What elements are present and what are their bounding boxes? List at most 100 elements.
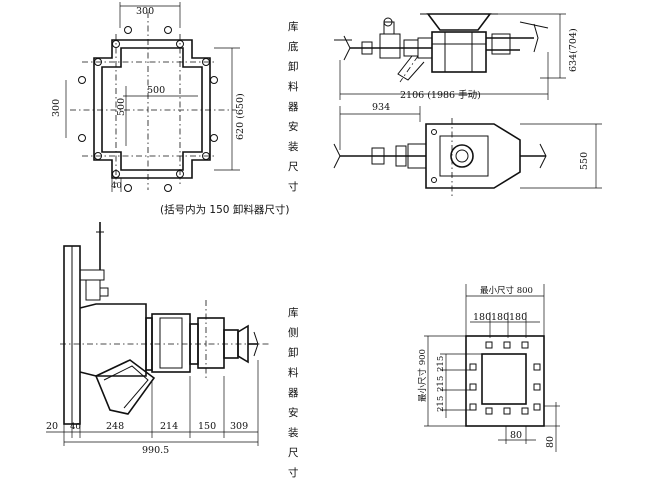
caption-char: 料 [288, 366, 299, 379]
caption-char: 料 [288, 80, 299, 93]
caption-char: 库 [288, 306, 299, 319]
caption-note: (括号内为 150 卸料器尺寸) [160, 203, 289, 216]
bottom-unloader-top-view: 934 550 [333, 102, 602, 196]
caption-char: 寸 [288, 180, 299, 193]
dim-min-900: 最小尺寸 900 [417, 349, 428, 402]
bolt-square [533, 363, 541, 371]
caption-char: 底 [288, 40, 299, 53]
dim-left-300: 300 [51, 99, 62, 117]
dim-side-215: 215 [436, 376, 446, 392]
bolt-hole [202, 58, 210, 66]
hopper-top [426, 13, 492, 31]
caption-bottom-unloader: 库 底 卸 料 器 安 装 尺 寸 [288, 20, 299, 193]
bolt-square [503, 341, 511, 349]
caption-char: 器 [288, 387, 299, 399]
dim-right-620-650: 620 (650) [235, 93, 246, 140]
bolt-square [469, 383, 477, 391]
dim-min-800: 最小尺寸 800 [480, 285, 533, 296]
bolt-square [521, 341, 529, 349]
bolt-hole [164, 26, 172, 34]
dim-top-300: 300 [136, 6, 154, 17]
end-flange [237, 324, 249, 364]
dim-length-2106: 2106 (1986 手动) [400, 89, 481, 101]
bolt-hole [112, 170, 120, 178]
bottom-unloader-elevation: 634(704) 2106 (1986 手动) [334, 13, 579, 101]
dim-side-215: 215 [436, 356, 446, 372]
bolt-square [533, 403, 541, 411]
caption-char: 装 [288, 140, 299, 153]
dim-spacing-180: 180 [509, 312, 527, 323]
dim-bottom-80-a: 80 [510, 430, 522, 441]
bolt-square [469, 363, 477, 371]
discharge-chute [397, 55, 425, 81]
caption-char: 卸 [288, 346, 299, 359]
bolt-square [469, 403, 477, 411]
bolt-square [485, 341, 493, 349]
bolt-square [521, 407, 529, 415]
handwheel-right [533, 23, 539, 53]
dim-side-214: 214 [160, 421, 178, 432]
handwheel-top-left [333, 143, 341, 169]
dim-center-500-h: 500 [147, 85, 165, 96]
caption-char: 安 [288, 120, 299, 133]
dim-spacing-180: 180 [491, 312, 509, 323]
side-unloader-plan: 最小尺寸 800 180 180 180 最小尺寸 900 [417, 284, 560, 452]
dim-side-215: 215 [436, 396, 446, 412]
bottom-unloader-plan: 300 300 500 500 620 (650) 40 [51, 2, 246, 192]
bolt-square [485, 407, 493, 415]
body-section-1 [151, 313, 191, 373]
outlet-ring [450, 144, 474, 168]
dim-center-500-v: 500 [116, 98, 127, 116]
base-plate [425, 123, 521, 189]
dim-side-309: 309 [230, 421, 248, 432]
caption-side-unloader: 库 侧 卸 料 器 安 装 尺 寸 [288, 306, 299, 479]
bolt-hole [78, 134, 86, 142]
opening-outline [465, 335, 545, 427]
handwheel-top-right [539, 143, 547, 169]
dim-bottom-80-b: 80 [545, 436, 556, 448]
bolt-square [533, 383, 541, 391]
bolt-hole [124, 26, 132, 34]
body-section-2 [197, 317, 225, 369]
inner-opening [481, 353, 527, 405]
bolt-hole [94, 58, 102, 66]
bolt-hole [124, 184, 132, 192]
bolt-hole [176, 170, 184, 178]
dim-side-248: 248 [106, 421, 124, 432]
caption-char: 库 [288, 20, 299, 33]
dim-side-20: 20 [46, 421, 58, 432]
bolt-hole [112, 40, 120, 48]
dim-side-40: 40 [70, 422, 81, 432]
bolt-hole [78, 76, 86, 84]
bolt-hole [210, 134, 218, 142]
caption-char: 装 [288, 426, 299, 439]
caption-char: 安 [288, 406, 299, 419]
dim-side-150: 150 [198, 421, 216, 432]
caption-char: 器 [288, 101, 299, 113]
cross-flange-outline [101, 47, 203, 171]
valve-body [431, 31, 487, 73]
dim-bottom-40: 40 [111, 181, 122, 191]
bolt-hole [202, 152, 210, 160]
bolt-hole [210, 76, 218, 84]
side-chute [94, 359, 156, 415]
dim-spacing-180: 180 [473, 312, 491, 323]
caption-char: 尺 [288, 161, 299, 173]
caption-char: 卸 [288, 60, 299, 73]
dim-offset-934: 934 [372, 102, 390, 113]
caption-char: 寸 [288, 466, 299, 479]
bolt-hole [94, 152, 102, 160]
caption-char: 尺 [288, 447, 299, 459]
bolt-hole [176, 40, 184, 48]
dim-height-550: 550 [579, 152, 590, 170]
caption-char: 侧 [288, 326, 299, 339]
outer-flange-outline [93, 39, 211, 179]
dim-total-990: 990.5 [142, 445, 169, 456]
bolt-square [503, 407, 511, 415]
bolt-hole [164, 184, 172, 192]
side-unloader-elevation: 20 40 248 214 150 309 990.5 [46, 222, 270, 456]
dim-height-634: 634(704) [568, 28, 579, 72]
gear-box [379, 33, 401, 59]
